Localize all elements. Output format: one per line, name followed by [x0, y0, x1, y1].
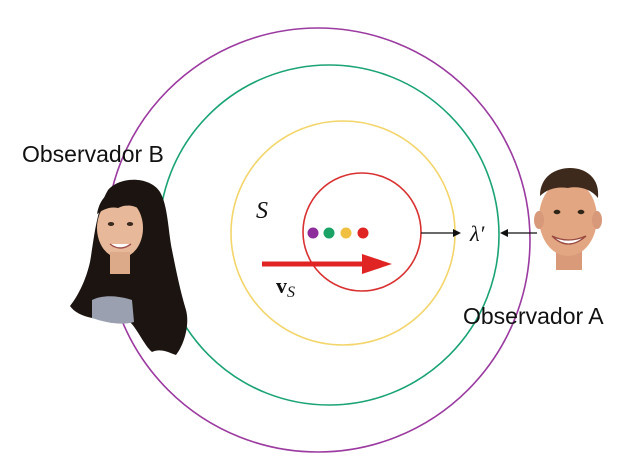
wavefront-inner — [302, 172, 422, 292]
velocity-arrow — [262, 254, 392, 274]
wavelength-arrows — [421, 229, 537, 237]
velocity-label-sub: S — [287, 284, 295, 301]
observer-a-label: Observador A — [463, 303, 604, 329]
source-dot-purple — [307, 227, 319, 239]
source-dot-yellow — [340, 227, 352, 239]
source-label: S — [256, 198, 268, 224]
source-dot-green — [323, 227, 335, 239]
velocity-label: vS — [276, 273, 295, 301]
girl-face-photo — [70, 179, 188, 355]
boy-face-photo — [534, 168, 602, 286]
observer-b-label: Observador B — [22, 141, 164, 167]
source-dot-red — [357, 227, 369, 239]
velocity-label-main: v — [276, 273, 287, 298]
wavelength-label: λ′ — [469, 221, 486, 246]
